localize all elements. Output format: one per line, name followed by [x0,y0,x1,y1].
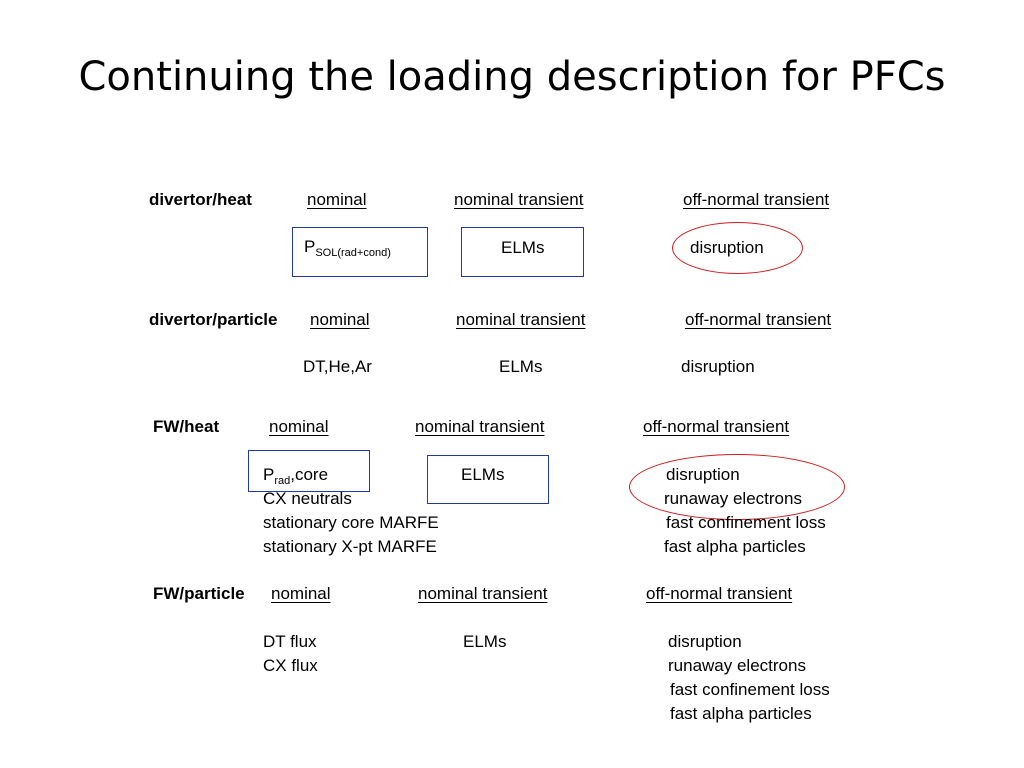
divertor-particle-off-normal-header: off-normal transient [685,310,832,329]
fw-heat-label: FW/heat [153,417,220,436]
divertor-heat-off-normal-oval [672,222,803,274]
psol-base: P [304,237,316,256]
divertor-particle-transient-value: ELMs [499,357,543,376]
fw-particle-nominal-value-2: CX flux [263,656,318,675]
prad-base: P [263,465,275,484]
fw-heat-off-normal-value-4: fast alpha particles [664,537,806,556]
fw-particle-nominal-value-1: DT flux [263,632,317,651]
fw-particle-label: FW/particle [153,584,245,603]
fw-heat-off-normal-oval [629,454,845,520]
divertor-heat-nominal-box [292,227,428,277]
psol-subscript: SOL(rad+cond) [315,247,391,259]
prad-rest: ,core [290,465,329,484]
divertor-particle-nominal-transient-header: nominal transient [456,310,586,329]
divertor-particle-label: divertor/particle [149,310,278,329]
divertor-heat-nominal-value: PSOL(rad+cond) [304,236,391,259]
fw-heat-nominal-value-3: stationary core MARFE [263,513,439,532]
fw-heat-off-normal-header: off-normal transient [643,417,790,436]
fw-heat-nominal-header: nominal [269,417,329,436]
fw-heat-nominal-value-1: Prad,core [263,464,329,487]
fw-heat-transient-box [427,455,549,504]
fw-heat-nominal-value-4: stationary X-pt MARFE [263,537,437,556]
divertor-heat-nominal-transient-header: nominal transient [454,190,584,209]
prad-subscript: rad [274,475,291,487]
fw-particle-off-normal-value-3: fast confinement loss [670,680,830,699]
divertor-heat-transient-box [461,227,584,277]
fw-particle-off-normal-value-2: runaway electrons [668,656,806,675]
divertor-particle-nominal-header: nominal [310,310,370,329]
fw-particle-off-normal-value-1: disruption [668,632,742,651]
fw-heat-nominal-box [248,450,370,492]
divertor-particle-nominal-value: DT,He,Ar [303,357,372,376]
fw-heat-nominal-transient-header: nominal transient [415,417,545,436]
fw-particle-transient-value: ELMs [463,632,507,651]
fw-particle-off-normal-header: off-normal transient [646,584,793,603]
divertor-heat-transient-value: ELMs [501,238,545,257]
slide-title: Continuing the loading description for P… [78,54,946,100]
divertor-heat-nominal-header: nominal [307,190,367,209]
divertor-particle-off-normal-value: disruption [681,357,755,376]
divertor-heat-label: divertor/heat [149,190,252,209]
fw-heat-off-normal-value-3: fast confinement loss [666,513,826,532]
fw-particle-nominal-header: nominal [271,584,331,603]
divertor-heat-off-normal-header: off-normal transient [683,190,830,209]
fw-heat-off-normal-value-2: runaway electrons [664,489,802,508]
fw-particle-off-normal-value-4: fast alpha particles [670,704,812,723]
fw-heat-nominal-value-2: CX neutrals [263,489,352,508]
fw-heat-transient-value: ELMs [461,465,505,484]
fw-heat-off-normal-value-1: disruption [666,465,740,484]
divertor-heat-off-normal-value: disruption [690,238,764,257]
fw-particle-nominal-transient-header: nominal transient [418,584,548,603]
